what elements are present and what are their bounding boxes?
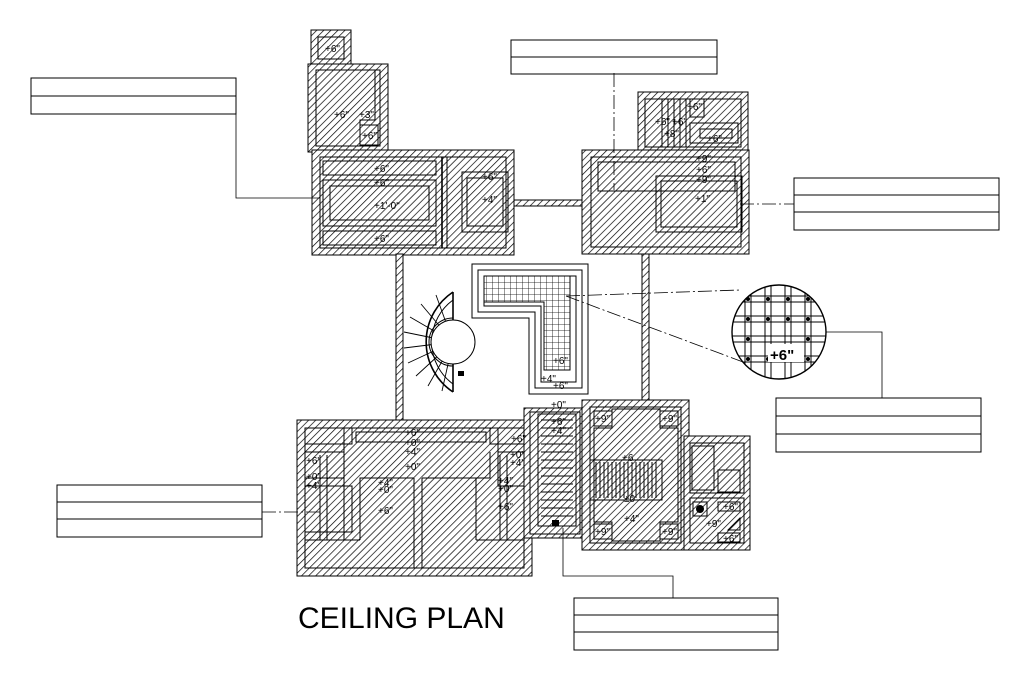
- level-label: +6": [374, 234, 389, 245]
- level-label: +9": [595, 414, 610, 425]
- central-l-feature: [471, 263, 589, 395]
- level-label: +4": [306, 481, 321, 492]
- level-label: +6": [511, 434, 526, 445]
- level-label: +9": [696, 154, 711, 165]
- level-label: +3": [359, 110, 374, 121]
- level-label: +9": [662, 527, 677, 538]
- level-label: +0": [378, 485, 393, 496]
- spiral-staircase: [403, 291, 476, 393]
- level-label: +6": [672, 117, 687, 128]
- leader-lines: [235, 73, 883, 598]
- level-label: +4": [541, 374, 556, 385]
- level-label: +6": [306, 456, 321, 467]
- drawing-title: CEILING PLAN: [298, 602, 505, 635]
- level-label: +0": [551, 400, 566, 411]
- level-labels: +6" +6" +3" +6" +6" +6" +1'-0" +6" +6" +…: [306, 44, 738, 545]
- level-label: +9": [595, 527, 610, 538]
- bottom-right-block: [581, 399, 751, 551]
- note-box-top-left: [30, 77, 237, 115]
- level-label: +6": [334, 110, 349, 121]
- level-label: +6": [655, 117, 670, 128]
- level-label: +4": [482, 195, 497, 206]
- level-label: +0": [510, 450, 525, 461]
- level-label: ±0: [624, 494, 635, 505]
- level-label: +6: [622, 453, 634, 464]
- level-label: +9": [706, 519, 721, 530]
- level-label: +4": [510, 458, 525, 469]
- level-label: +6": [325, 44, 340, 55]
- level-label: +6": [723, 502, 738, 513]
- level-label: +4": [405, 447, 420, 458]
- note-box-right-upper: [793, 177, 1000, 231]
- note-box-bottom: [573, 597, 779, 651]
- level-label: +4": [624, 514, 639, 525]
- level-label: +6": [405, 428, 420, 439]
- detail-callout: +6": [731, 284, 827, 380]
- level-label: +0": [498, 484, 513, 495]
- level-label: +6": [723, 534, 738, 545]
- top-right-block: [581, 91, 750, 255]
- straight-staircase: [523, 407, 583, 539]
- level-label: +1'-0": [374, 201, 400, 212]
- level-label: +4": [378, 478, 393, 489]
- level-label: +6": [553, 356, 568, 367]
- level-label: +6": [362, 131, 377, 142]
- level-label: +6": [553, 381, 568, 392]
- level-label: +1": [695, 194, 710, 205]
- level-label: +6": [707, 134, 722, 145]
- note-box-left-lower: [56, 484, 263, 538]
- level-label: +8": [664, 129, 679, 140]
- level-label: +6": [551, 417, 566, 428]
- level-label: +6": [378, 506, 393, 517]
- detail-callout-level: +6": [770, 347, 794, 364]
- level-label: +6": [498, 502, 513, 513]
- level-label: +6": [482, 172, 497, 183]
- level-label: +0": [306, 472, 321, 483]
- level-label: +9": [662, 414, 677, 425]
- level-label: +6": [696, 165, 711, 176]
- note-box-right-lower: [775, 397, 982, 453]
- note-box-top-center: [510, 39, 718, 75]
- bottom-left-block: [296, 419, 533, 577]
- level-label: +0": [405, 462, 420, 473]
- top-left-block: [307, 29, 515, 256]
- level-label: +4": [498, 476, 513, 487]
- level-label: +6": [687, 102, 702, 113]
- level-label: +6": [374, 178, 389, 189]
- level-label: +4": [551, 426, 566, 437]
- level-label: +0": [405, 438, 420, 449]
- level-label: +6": [374, 164, 389, 175]
- level-label: +9": [696, 175, 711, 186]
